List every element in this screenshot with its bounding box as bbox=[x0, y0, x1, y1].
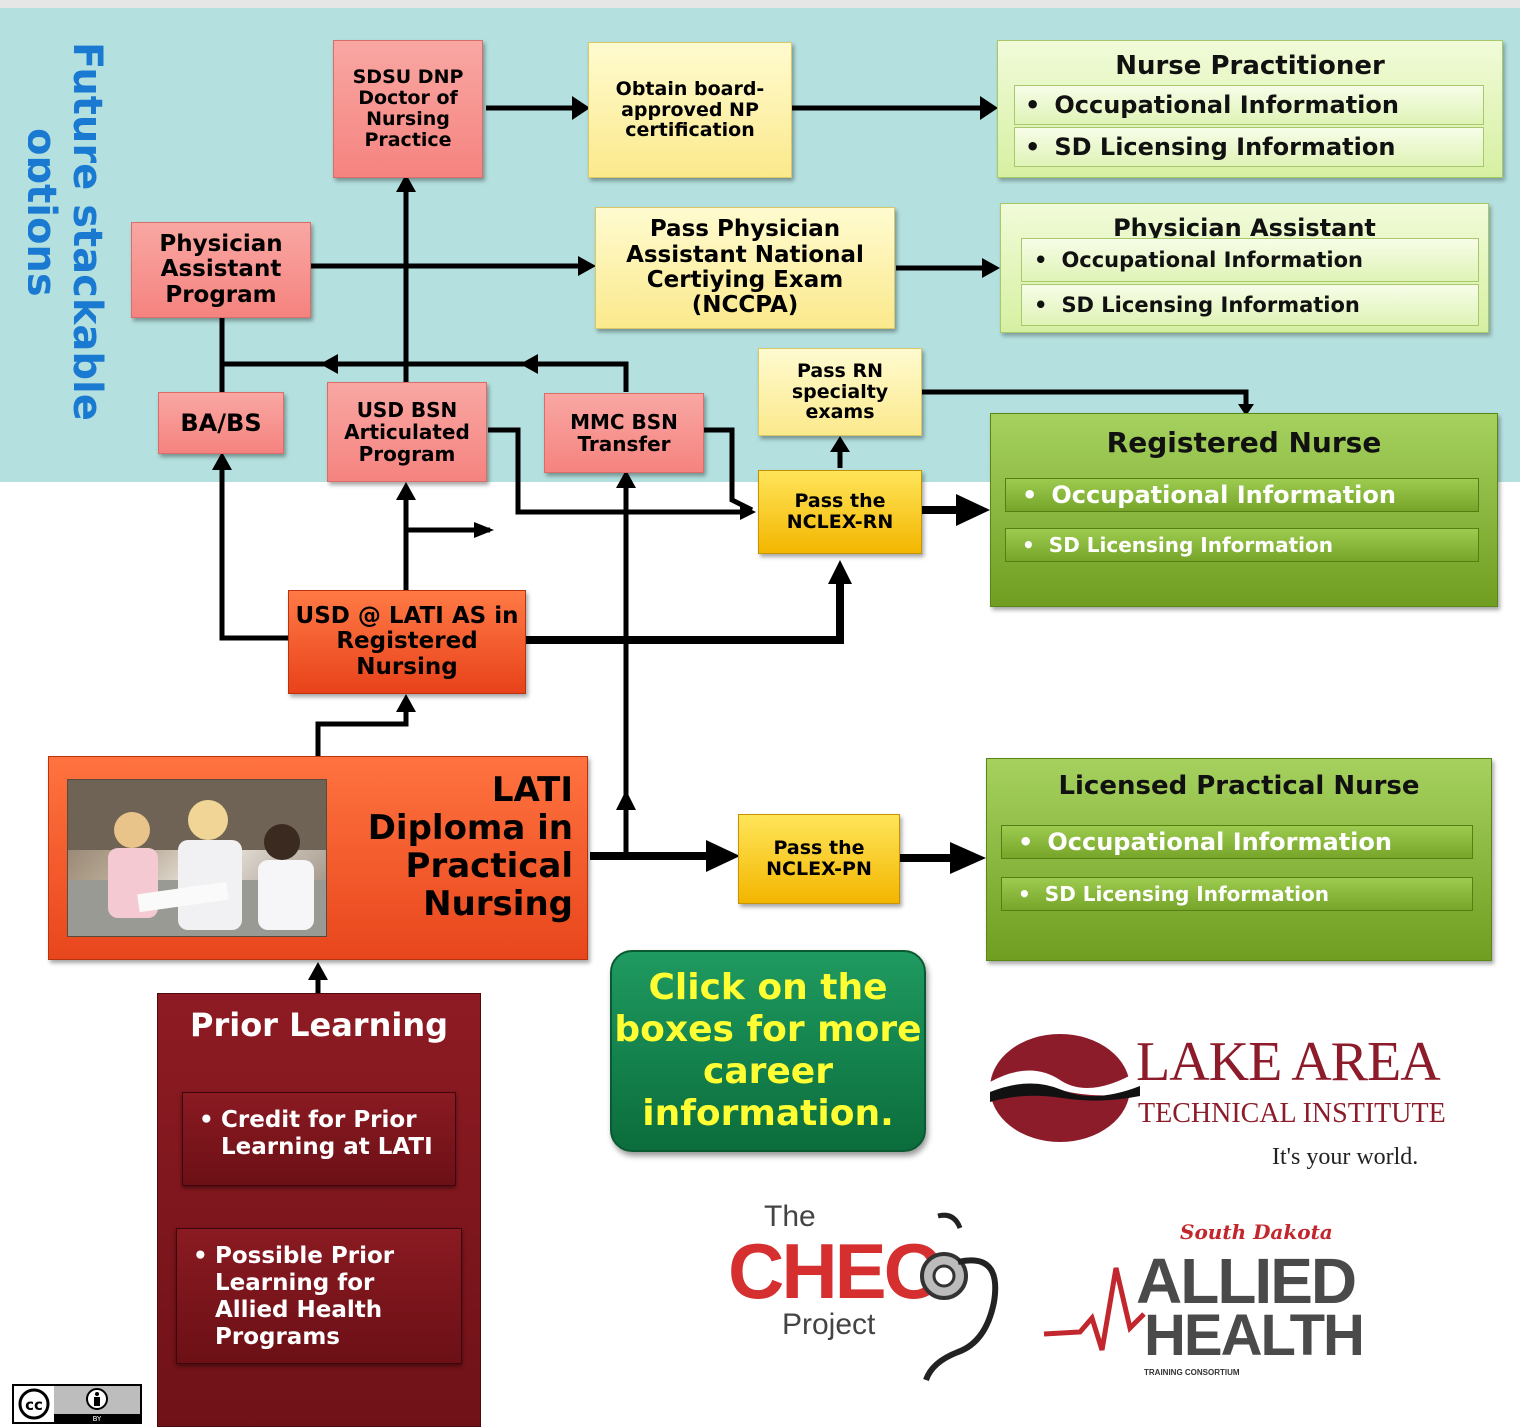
nclex-rn-box[interactable]: Pass the NCLEX-RN bbox=[758, 470, 922, 554]
lake-area-tagline: It's your world. bbox=[1272, 1144, 1419, 1170]
arrow-as-nclex bbox=[526, 580, 844, 644]
ba-bs-box[interactable]: BA/BS bbox=[158, 392, 284, 454]
prior-learning-panel: Prior Learning •Credit for Prior Learnin… bbox=[157, 993, 481, 1427]
line-usd-split bbox=[222, 361, 409, 382]
lpn-career-title: Licensed Practical Nurse bbox=[1058, 771, 1420, 801]
credit-prior-learning-link[interactable]: •Credit for Prior Learning at LATI bbox=[182, 1092, 456, 1186]
np-career-title: Nurse Practitioner bbox=[1115, 51, 1385, 81]
lake-area-swoosh-icon bbox=[990, 1034, 1140, 1142]
allied-line1: ALLIED bbox=[1136, 1245, 1357, 1317]
lake-area-logo: LAKE AREA TECHNICAL INSTITUTE It's your … bbox=[990, 1024, 1460, 1184]
prior-learning-title: Prior Learning bbox=[189, 1006, 448, 1044]
rn-career-title: Registered Nurse bbox=[1106, 426, 1382, 459]
allied-sub: TRAINING CONSORTIUM bbox=[1144, 1368, 1240, 1377]
rn-occupational-info-link[interactable]: •Occupational Information bbox=[1005, 478, 1479, 512]
stethoscope-icon bbox=[920, 1212, 999, 1382]
possible-prior-learning-link[interactable]: •Possible Prior Learning for Allied Heal… bbox=[176, 1228, 462, 1364]
rn-specialty-exams-box[interactable]: Pass RN specialty exams bbox=[758, 348, 922, 436]
sd-allied-health-logo: South Dakota ALLIED HEALTH TRAINING CONS… bbox=[1040, 1218, 1410, 1398]
cheo-top: The bbox=[764, 1200, 816, 1233]
np-certification-box[interactable]: Obtain board-approved NP certification bbox=[588, 42, 792, 178]
allied-line2: HEALTH bbox=[1144, 1303, 1365, 1368]
cheo-bottom: Project bbox=[782, 1308, 876, 1341]
cc-icon: cc bbox=[25, 1396, 43, 1414]
line-rn-spec bbox=[922, 389, 1249, 408]
nccpa-exam-box[interactable]: Pass Physician Assistant National Certiy… bbox=[595, 207, 895, 329]
np-licensing-info-link[interactable]: •SD Licensing Information bbox=[1014, 127, 1484, 167]
heartbeat-icon bbox=[1043, 1267, 1146, 1351]
line-as-babs bbox=[219, 460, 288, 641]
lati-diploma-box[interactable]: LATI Diploma in Practical Nursing bbox=[48, 756, 588, 960]
nurse-practitioner-career[interactable]: Nurse Practitioner •Occupational Informa… bbox=[997, 40, 1503, 178]
side-title-line1: Future stackable bbox=[64, 42, 110, 421]
lake-area-line2: TECHNICAL INSTITUTE bbox=[1138, 1098, 1446, 1129]
licensed-practical-nurse-career[interactable]: Licensed Practical Nurse •Occupational I… bbox=[986, 758, 1492, 961]
line-usdbsn-nclex bbox=[488, 427, 750, 515]
pa-occupational-info-link[interactable]: •Occupational Information bbox=[1021, 238, 1479, 282]
top-border bbox=[0, 0, 1520, 8]
usd-lati-as-box[interactable]: USD @ LATI AS in Registered Nursing bbox=[288, 590, 526, 694]
rn-licensing-info-link[interactable]: •SD Licensing Information bbox=[1005, 528, 1479, 562]
pa-career-title: Physician Assistant bbox=[1113, 214, 1376, 242]
nclex-pn-box[interactable]: Pass the NCLEX-PN bbox=[738, 814, 900, 904]
cc-by-label: BY bbox=[93, 1415, 102, 1422]
cheo-main: CHEO bbox=[728, 1227, 944, 1315]
pa-licensing-info-link[interactable]: •SD Licensing Information bbox=[1021, 284, 1479, 326]
sdsu-dnp-box[interactable]: SDSU DNP Doctor of Nursing Practice bbox=[333, 40, 483, 178]
physician-assistant-program-box[interactable]: Physician Assistant Program bbox=[131, 222, 311, 318]
future-stackable-options-title: Future stackable options bbox=[18, 40, 138, 460]
creative-commons-badge: cc BY bbox=[12, 1384, 142, 1424]
usd-bsn-articulated-box[interactable]: USD BSN Articulated Program bbox=[327, 382, 487, 482]
click-boxes-callout: Click on the boxes for more career infor… bbox=[610, 950, 926, 1152]
allied-top: South Dakota bbox=[1180, 1220, 1333, 1244]
physician-assistant-career[interactable]: Physician Assistant •Occupational Inform… bbox=[1000, 203, 1489, 333]
students-photo bbox=[67, 779, 327, 937]
registered-nurse-career[interactable]: Registered Nurse •Occupational Informati… bbox=[990, 413, 1498, 607]
cheo-project-logo: The CHEO Project bbox=[728, 1196, 1018, 1396]
line-mmc-nclex bbox=[704, 427, 754, 513]
lpn-licensing-info-link[interactable]: •SD Licensing Information bbox=[1001, 877, 1473, 911]
lake-area-line1: LAKE AREA bbox=[1136, 1031, 1441, 1093]
np-occupational-info-link[interactable]: •Occupational Information bbox=[1014, 85, 1484, 125]
line-lati-up bbox=[315, 700, 409, 756]
lpn-occupational-info-link[interactable]: •Occupational Information bbox=[1001, 825, 1473, 859]
line-mmc-top bbox=[530, 361, 629, 392]
mmc-bsn-transfer-box[interactable]: MMC BSN Transfer bbox=[544, 393, 704, 473]
lati-diploma-title: LATI Diploma in Practical Nursing bbox=[367, 770, 573, 925]
